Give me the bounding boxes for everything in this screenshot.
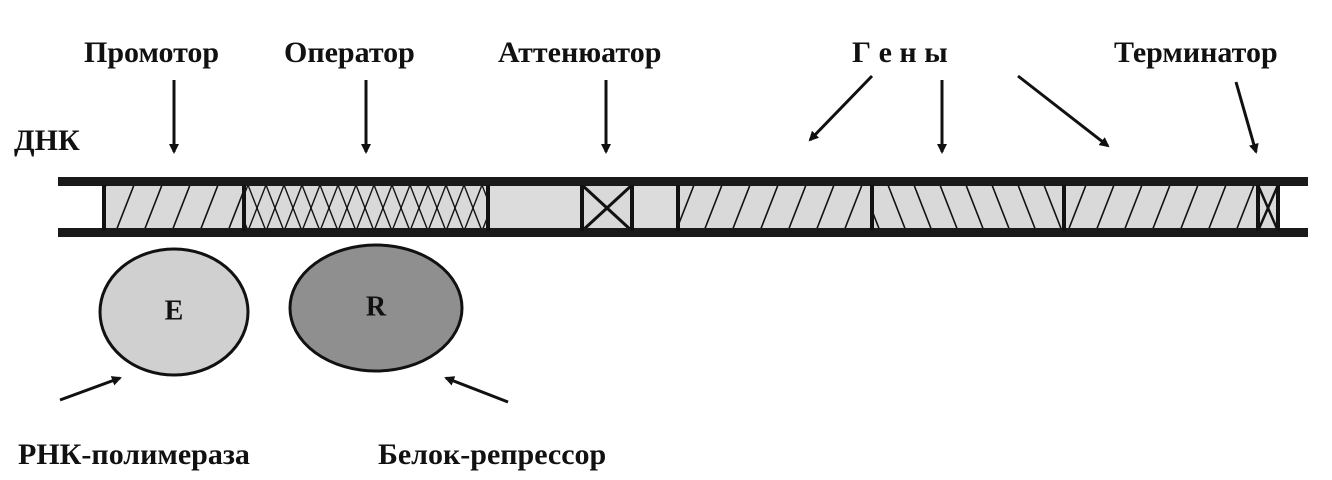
leader-segment [632, 185, 678, 231]
operator-label: Оператор [284, 36, 415, 69]
terminator-label: Терминатор [1114, 36, 1278, 69]
repressor-label: Белок-репрессор [378, 438, 606, 471]
gene-3-segment [1064, 185, 1258, 231]
terminator-arrow [1234, 81, 1259, 154]
rna-polymerase-ellipse [98, 247, 250, 377]
promoter-label: Промотор [84, 36, 219, 69]
pointer-arrows [59, 74, 1259, 404]
gene-2-segment [872, 185, 1064, 231]
segment-dividers [102, 185, 1280, 231]
dna-label: ДНК [14, 124, 80, 157]
gene-1-segment [678, 185, 872, 231]
dna-top-strand [58, 177, 1308, 186]
enzyme-letter: E [165, 295, 184, 326]
dna-left-gap [58, 185, 104, 231]
rna-polymerase-label: РНК-полимераза [18, 438, 250, 471]
dna-right-gap [1278, 185, 1308, 231]
gene-arrow-right [1017, 74, 1110, 148]
attenuator-label: Аттенюатор [498, 36, 661, 69]
operator-segment [244, 185, 488, 231]
repressor-letter: R [366, 291, 387, 322]
repressor-ellipse [288, 243, 464, 373]
spacer-segment [488, 185, 582, 231]
repressor-arrow [444, 376, 509, 404]
genes-label: Г е н ы [852, 36, 948, 69]
rna-polymerase-arrow [59, 376, 122, 402]
dna-bottom-strand [58, 228, 1308, 237]
promoter-segment [104, 185, 244, 231]
dna-strand [58, 177, 1308, 237]
gene-arrow-left [808, 74, 874, 142]
